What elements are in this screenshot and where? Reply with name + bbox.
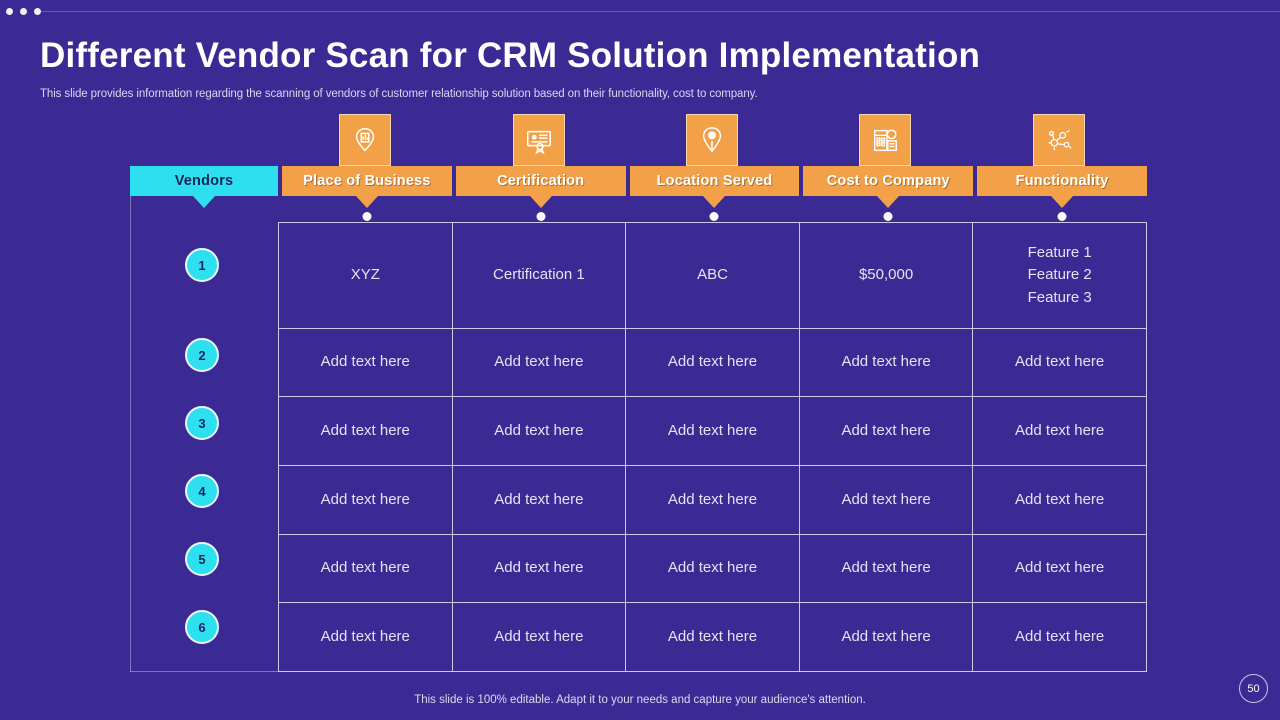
column-header-place-of-business-label: Place of Business <box>303 173 431 189</box>
building-cost-icon <box>859 114 911 166</box>
column-header-certification-label: Certification <box>497 173 585 189</box>
table-cell[interactable]: Add text here <box>279 534 453 603</box>
header-dot-location-served <box>709 212 719 221</box>
table-cell[interactable]: Add text here <box>800 466 974 534</box>
map-pin-icon <box>686 114 738 166</box>
header-arrow-place-of-business <box>355 196 378 208</box>
header-arrow-vendors <box>193 196 215 208</box>
column-header-functionality-label: Functionality <box>1015 173 1109 189</box>
column-header-cost-to-company[interactable]: Cost to Company <box>803 166 974 221</box>
header-arrow-cost-to-company <box>877 196 900 208</box>
vendor-number-4[interactable]: 4 <box>185 474 219 508</box>
column-header-functionality[interactable]: Functionality <box>977 166 1147 221</box>
table-cell[interactable]: Add text here <box>1015 353 1105 371</box>
footer-note: This slide is 100% editable. Adapt it to… <box>414 694 866 706</box>
column-header-cost-to-company-label: Cost to Company <box>826 173 950 189</box>
table-cell-features[interactable]: Feature 1 Feature 2 Feature 3 <box>973 223 1146 328</box>
vendor-number-3-label: 3 <box>198 415 206 431</box>
table-cell[interactable]: Add text here <box>800 534 974 603</box>
table-cell[interactable]: Add text here <box>279 603 453 672</box>
table-row: Add text here Add text here Add text her… <box>279 466 1146 535</box>
network-gear-icon <box>1033 114 1085 166</box>
header-arrow-location-served <box>703 196 726 208</box>
table-cell[interactable]: XYZ <box>279 223 453 328</box>
table-cell[interactable]: Add text here <box>453 328 627 397</box>
table-cell[interactable]: $50,000 <box>800 223 974 328</box>
table-cell[interactable]: Add text here <box>453 603 627 672</box>
table-row: Add text here Add text here Add text her… <box>279 603 1146 672</box>
table-row: XYZ Certification 1 ABC $50,000 Feature … <box>279 223 1146 329</box>
column-header-certification[interactable]: Certification <box>455 166 626 221</box>
vendor-number-4-label: 4 <box>198 483 206 499</box>
header-dot-place-of-business <box>362 212 372 221</box>
table-row: Add text here Add text here Add text her… <box>279 397 1146 467</box>
table-cell[interactable]: Add text here <box>800 397 974 466</box>
table-cell[interactable]: Add text here <box>279 397 453 466</box>
vendor-number-5[interactable]: 5 <box>185 542 219 576</box>
page-number-badge: 50 <box>1239 674 1268 703</box>
table-cell[interactable]: Add text here <box>626 534 800 603</box>
page-subtitle: This slide provides information regardin… <box>40 88 758 100</box>
feature-item: Feature 1 <box>1027 243 1092 261</box>
table-cell[interactable]: Add text here <box>453 397 627 466</box>
vendor-number-2-label: 2 <box>198 347 206 363</box>
table-cell[interactable]: Add text here <box>453 534 627 603</box>
table-cell[interactable]: Add text here <box>279 328 453 397</box>
table-cell[interactable]: Certification 1 <box>453 223 627 328</box>
page-number-label: 50 <box>1247 682 1260 695</box>
window-dots <box>6 8 41 15</box>
window-dot-2 <box>20 8 27 15</box>
vendor-number-2[interactable]: 2 <box>185 338 219 372</box>
vendor-table: XYZ Certification 1 ABC $50,000 Feature … <box>278 222 1147 672</box>
table-row: Add text here Add text here Add text her… <box>279 534 1146 604</box>
vendor-number-6[interactable]: 6 <box>185 610 219 644</box>
column-header-place-of-business[interactable]: Place of Business <box>282 166 452 221</box>
table-cell[interactable]: Add text here <box>626 328 800 397</box>
column-header-vendors[interactable]: Vendors <box>130 166 278 208</box>
vendors-panel-bottom-rule <box>130 671 278 672</box>
table-cell[interactable]: Add text here <box>626 603 800 672</box>
table-header-band: Vendors Place of Business Certification … <box>130 166 1147 221</box>
table-cell[interactable]: Add text here <box>1015 559 1105 577</box>
location-chart-pin-icon <box>339 114 391 166</box>
window-dot-1 <box>6 8 13 15</box>
feature-item: Feature 3 <box>1027 288 1092 306</box>
header-arrow-functionality <box>1051 196 1074 208</box>
header-arrow-certification <box>529 196 552 208</box>
vendors-panel-left-rule <box>130 166 131 672</box>
table-row: Add text here Add text here Add text her… <box>279 328 1146 398</box>
table-cell[interactable]: Add text here <box>626 466 800 534</box>
table-cell[interactable]: Add text here <box>279 466 453 534</box>
header-dot-certification <box>536 212 546 221</box>
certificate-badge-icon <box>513 114 565 166</box>
page-title: Different Vendor Scan for CRM Solution I… <box>40 36 981 75</box>
column-header-location-served[interactable]: Location Served <box>629 166 800 221</box>
vendor-number-1[interactable]: 1 <box>185 248 219 282</box>
vendor-number-3[interactable]: 3 <box>185 406 219 440</box>
vendor-number-6-label: 6 <box>198 619 206 635</box>
window-dot-3 <box>34 8 41 15</box>
feature-item: Feature 2 <box>1027 266 1092 284</box>
table-cell[interactable]: Add text here <box>1015 422 1105 440</box>
header-dot-functionality <box>1057 212 1067 221</box>
column-header-vendors-label: Vendors <box>174 173 234 189</box>
vendor-number-1-label: 1 <box>198 257 206 273</box>
column-header-location-served-label: Location Served <box>656 173 773 189</box>
top-divider-line <box>40 11 1280 12</box>
table-cell[interactable]: Add text here <box>626 397 800 466</box>
table-cell[interactable]: ABC <box>626 223 800 328</box>
vendor-number-5-label: 5 <box>198 551 206 567</box>
table-cell[interactable]: Add text here <box>800 328 974 397</box>
header-dot-cost-to-company <box>883 212 893 221</box>
table-cell[interactable]: Add text here <box>800 603 974 672</box>
table-cell[interactable]: Add text here <box>453 466 627 534</box>
table-cell[interactable]: Add text here <box>1015 490 1105 508</box>
table-cell[interactable]: Add text here <box>1015 627 1105 645</box>
